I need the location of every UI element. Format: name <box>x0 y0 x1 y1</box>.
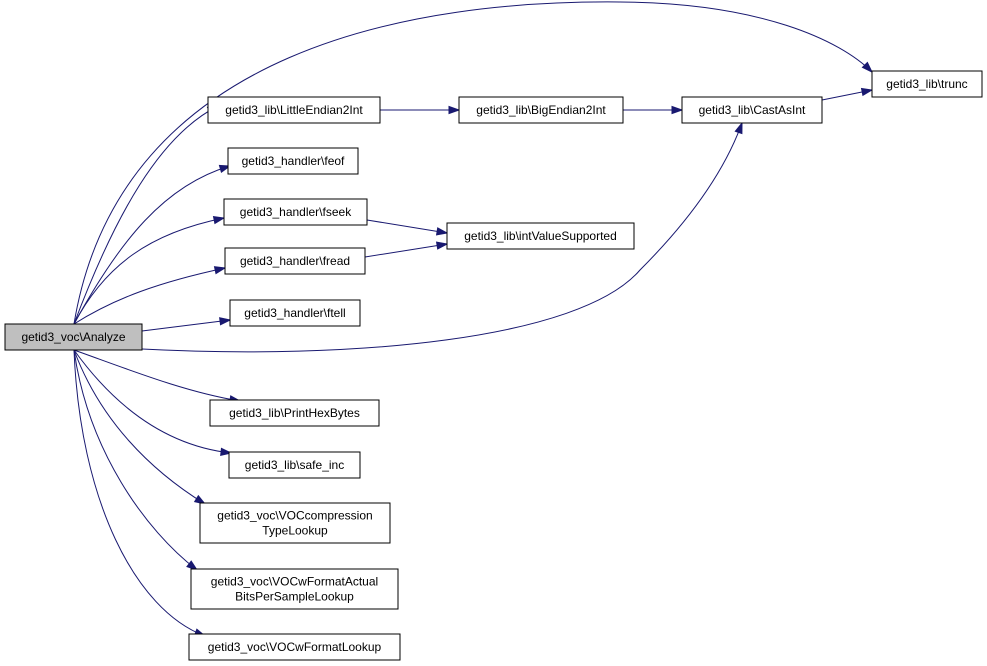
node-label: getid3_handler\ftell <box>244 306 345 320</box>
node-label: getid3_voc\Analyze <box>21 330 125 344</box>
edges-layer <box>73 1 874 637</box>
node-label: getid3_lib\trunc <box>886 77 967 91</box>
node-big-endian[interactable]: getid3_lib\BigEndian2Int <box>458 96 624 124</box>
node-label: getid3_lib\BigEndian2Int <box>476 103 606 117</box>
node-cast-as-int[interactable]: getid3_lib\CastAsInt <box>681 96 823 124</box>
edge-fseek-to-int_value_supported <box>366 219 449 236</box>
node-label: getid3_handler\feof <box>242 154 345 168</box>
node-label: BitsPerSampleLookup <box>235 590 354 604</box>
nodes-layer: getid3_voc\Analyze getid3_lib\trunc getid3… <box>4 70 983 661</box>
edge-analyze-to-fseek <box>73 215 226 325</box>
edge-analyze-to-little_endian <box>73 105 220 325</box>
node-label: TypeLookup <box>262 524 328 538</box>
node-int-value-supported[interactable]: getid3_lib\intValueSupported <box>446 222 635 250</box>
node-fread[interactable]: getid3_handler\fread <box>224 247 366 275</box>
edge-analyze-to-cast_as_int <box>141 121 743 353</box>
edge-analyze-to-fread <box>73 266 227 325</box>
node-label: getid3_lib\safe_inc <box>245 458 344 472</box>
node-trunc[interactable]: getid3_lib\trunc <box>871 70 983 98</box>
node-voc-wformat-actual[interactable]: getid3_voc\VOCwFormatActualBitsPerSample… <box>190 568 399 610</box>
edge-analyze-to-safe_inc <box>73 349 233 457</box>
node-label: getid3_handler\fread <box>240 254 350 268</box>
node-safe-inc[interactable]: getid3_lib\safe_inc <box>228 451 361 479</box>
node-label: getid3_voc\VOCwFormatLookup <box>208 640 382 654</box>
edge-analyze-to-ftell <box>141 317 232 332</box>
node-label: getid3_lib\intValueSupported <box>464 229 617 243</box>
node-print-hex-bytes[interactable]: getid3_lib\PrintHexBytes <box>209 399 380 427</box>
node-label: getid3_voc\VOCcompression <box>217 509 372 523</box>
edge-analyze-to-print_hex_bytes <box>73 349 242 404</box>
edge-analyze-to-trunc <box>73 1 874 325</box>
node-label: getid3_handler\fseek <box>240 205 352 219</box>
edge-big_endian-to-cast_as_int <box>623 105 684 115</box>
node-label: getid3_lib\LittleEndian2Int <box>225 103 363 117</box>
edge-cast_as_int-to-trunc <box>821 87 874 101</box>
node-little-endian[interactable]: getid3_lib\LittleEndian2Int <box>207 96 381 124</box>
edge-analyze-to-feof <box>73 164 232 325</box>
node-feof[interactable]: getid3_handler\feof <box>227 147 359 175</box>
node-fseek[interactable]: getid3_handler\fseek <box>223 198 368 226</box>
node-ftell[interactable]: getid3_handler\ftell <box>229 299 361 327</box>
node-label: getid3_lib\PrintHexBytes <box>229 406 360 420</box>
edge-analyze-to-voc_wformat_actual <box>73 349 199 571</box>
node-label: getid3_lib\CastAsInt <box>699 103 806 117</box>
node-analyze[interactable]: getid3_voc\Analyze <box>4 323 143 351</box>
edge-fread-to-int_value_supported <box>364 241 449 258</box>
node-voc-wformat-lookup[interactable]: getid3_voc\VOCwFormatLookup <box>188 633 401 661</box>
node-label: getid3_voc\VOCwFormatActual <box>211 575 378 589</box>
edge-little_endian-to-big_endian <box>380 105 461 115</box>
